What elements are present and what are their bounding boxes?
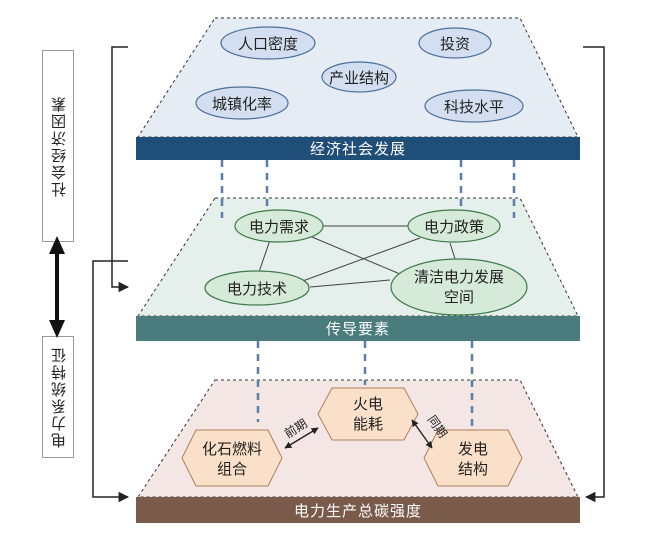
label-tech-level: 科技水平: [444, 98, 504, 116]
top-layer-bar-label: 经济社会发展: [309, 140, 406, 158]
left-bracket-bottom-arrow: [92, 260, 130, 503]
edge: [299, 237, 421, 283]
edge-arrow-prior-period: [284, 427, 319, 449]
side-label-socioeconomic: 社会经济因素: [42, 50, 74, 242]
node-urbanization-rate: [195, 86, 289, 120]
label-energy-consumption: 能耗: [353, 415, 383, 433]
label-population-density: 人口密度: [238, 35, 298, 53]
node-population-density: [220, 26, 316, 60]
label-power-policy: 电力政策: [424, 218, 484, 236]
label-combination: 组合: [217, 460, 247, 478]
label-thermal: 火电: [353, 395, 383, 413]
top-layer-bar: 经济社会发展: [136, 137, 580, 160]
node-generation-structure: [423, 429, 523, 487]
node-fossil-fuel-mix: [181, 429, 283, 487]
node-investment: [418, 27, 492, 59]
label-generation: 发电: [458, 440, 488, 458]
label-space: 空间: [444, 288, 474, 306]
node-power-technology: [204, 270, 310, 306]
double-arrow-down-head: [49, 320, 65, 338]
label-power-demand: 电力需求: [249, 218, 309, 236]
label-fossil-fuel: 化石燃料: [202, 440, 262, 458]
side-label-power-system: 电力系统特征: [42, 336, 74, 458]
label-urbanization-rate: 城镇化率: [212, 95, 272, 113]
right-bracket-arrow: [583, 46, 605, 503]
label-power-technology: 电力技术: [227, 280, 287, 298]
edge: [309, 279, 391, 288]
node-power-policy: [407, 209, 501, 243]
node-clean-power-space: [390, 258, 528, 316]
bottom-layer-bar-label: 电力生产总碳强度: [293, 501, 422, 520]
label-investment: 投资: [440, 35, 470, 53]
middle-layer-bar: 传导要素: [136, 316, 580, 341]
edge-arrow-same-period: [411, 419, 433, 449]
edge: [257, 239, 271, 276]
label-industrial-structure: 产业结构: [329, 69, 389, 87]
left-bracket-top-arrow: [111, 46, 130, 293]
node-thermal-energy-consumption: [317, 387, 419, 441]
edge: [299, 231, 401, 275]
label-structure: 结构: [458, 460, 488, 478]
node-industrial-structure: [321, 61, 397, 93]
double-arrow-up-head: [49, 236, 65, 254]
node-tech-level: [424, 89, 524, 123]
node-power-demand: [234, 209, 324, 243]
label-clean-power-development: 清洁电力发展: [414, 268, 504, 286]
middle-layer-bar-label: 传导要素: [325, 320, 390, 338]
bottom-layer-bar: 电力生产总碳强度: [136, 497, 580, 523]
